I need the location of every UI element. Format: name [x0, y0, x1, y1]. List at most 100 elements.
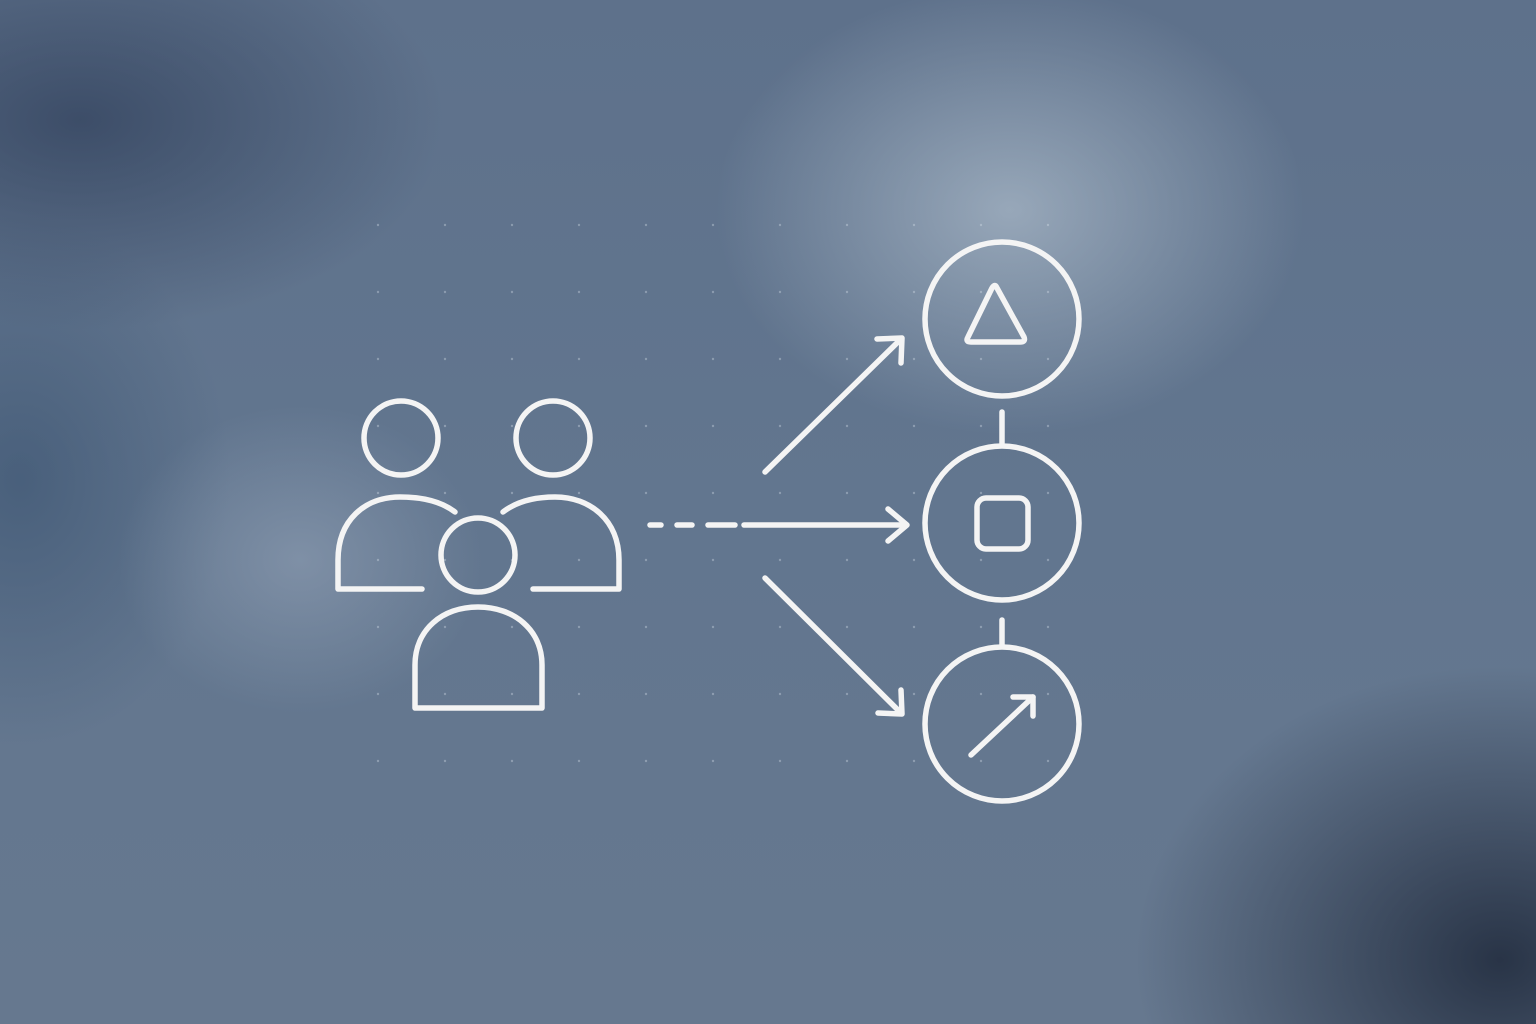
grid-dot	[510, 223, 514, 227]
grid-dot	[979, 692, 983, 696]
grid-dot	[376, 290, 380, 294]
grid-dot	[644, 759, 648, 763]
grid-dot	[778, 357, 782, 361]
grid-dot	[577, 558, 581, 562]
grid-dot	[711, 491, 715, 495]
grid-dot	[979, 491, 983, 495]
grid-dot	[711, 692, 715, 696]
person-front-icon	[412, 515, 545, 711]
grid-dot	[912, 223, 916, 227]
grid-dot	[845, 625, 849, 629]
grid-dot	[778, 491, 782, 495]
grid-dot	[644, 625, 648, 629]
grid-dot	[443, 692, 447, 696]
grid-dot	[510, 357, 514, 361]
grid-dot	[443, 759, 447, 763]
grid-dot	[912, 491, 916, 495]
grid-dot	[778, 290, 782, 294]
grid-dot	[644, 692, 648, 696]
person-right-icon	[500, 398, 622, 592]
triangle-icon	[964, 282, 1028, 345]
outcome-node-growth	[922, 644, 1082, 804]
grid-dot	[1046, 558, 1050, 562]
grid-dot	[376, 424, 380, 428]
arrow-to-triangle	[762, 335, 905, 475]
grid-dot	[845, 424, 849, 428]
grid-dot	[979, 625, 983, 629]
grid-dot	[644, 424, 648, 428]
grid-dot	[912, 424, 916, 428]
background-dot-grid	[376, 223, 1050, 763]
grid-dot	[711, 424, 715, 428]
grid-dot	[711, 290, 715, 294]
outcome-node-triangle	[922, 239, 1082, 399]
grid-dot	[443, 357, 447, 361]
grid-dot	[711, 357, 715, 361]
grid-dot	[711, 223, 715, 227]
arrow-to-growth	[762, 575, 905, 717]
group-of-people-icon	[335, 398, 622, 711]
grid-dot	[443, 290, 447, 294]
grid-dot	[1046, 491, 1050, 495]
grid-dot	[912, 692, 916, 696]
grid-dot	[845, 290, 849, 294]
grid-dot	[1046, 290, 1050, 294]
grid-dot	[845, 491, 849, 495]
grid-dot	[644, 223, 648, 227]
grid-dot	[510, 625, 514, 629]
outcome-node-square	[922, 443, 1082, 603]
grid-dot	[510, 290, 514, 294]
grid-dot	[912, 759, 916, 763]
grid-dot	[510, 759, 514, 763]
grid-dot	[979, 424, 983, 428]
grid-dot	[1046, 692, 1050, 696]
grid-dot	[577, 223, 581, 227]
grid-dot	[778, 558, 782, 562]
grid-dot	[644, 558, 648, 562]
grid-dot	[1046, 625, 1050, 629]
grid-dot	[376, 759, 380, 763]
grid-dot	[1046, 357, 1050, 361]
grid-dot	[845, 558, 849, 562]
grid-dot	[778, 625, 782, 629]
grid-dot	[443, 223, 447, 227]
grid-dot	[577, 625, 581, 629]
grid-dot	[979, 357, 983, 361]
grid-dot	[711, 625, 715, 629]
grid-dot	[912, 290, 916, 294]
grid-dot	[778, 759, 782, 763]
grid-dot	[778, 424, 782, 428]
grid-dot	[577, 357, 581, 361]
grid-dot	[711, 759, 715, 763]
grid-dot	[577, 759, 581, 763]
grid-dot	[979, 223, 983, 227]
arrow-up-right-icon	[968, 694, 1036, 758]
grid-dot	[376, 223, 380, 227]
grid-dot	[912, 558, 916, 562]
grid-dot	[1046, 759, 1050, 763]
grid-dot	[979, 290, 983, 294]
grid-dot	[845, 759, 849, 763]
grid-dot	[711, 558, 715, 562]
grid-dot	[577, 424, 581, 428]
grid-dot	[778, 223, 782, 227]
grid-dot	[443, 558, 447, 562]
grid-dot	[1046, 424, 1050, 428]
grid-dot	[577, 692, 581, 696]
grid-dot	[443, 491, 447, 495]
grid-dot	[510, 692, 514, 696]
grid-dot	[979, 558, 983, 562]
grid-dot	[376, 692, 380, 696]
square-icon	[974, 495, 1031, 552]
grid-dot	[644, 357, 648, 361]
grid-dot	[979, 759, 983, 763]
grid-dot	[778, 692, 782, 696]
grid-dot	[510, 424, 514, 428]
grid-dot	[577, 290, 581, 294]
grid-dot	[845, 692, 849, 696]
grid-dot	[376, 357, 380, 361]
arrow-to-square	[741, 506, 910, 544]
grid-dot	[376, 625, 380, 629]
